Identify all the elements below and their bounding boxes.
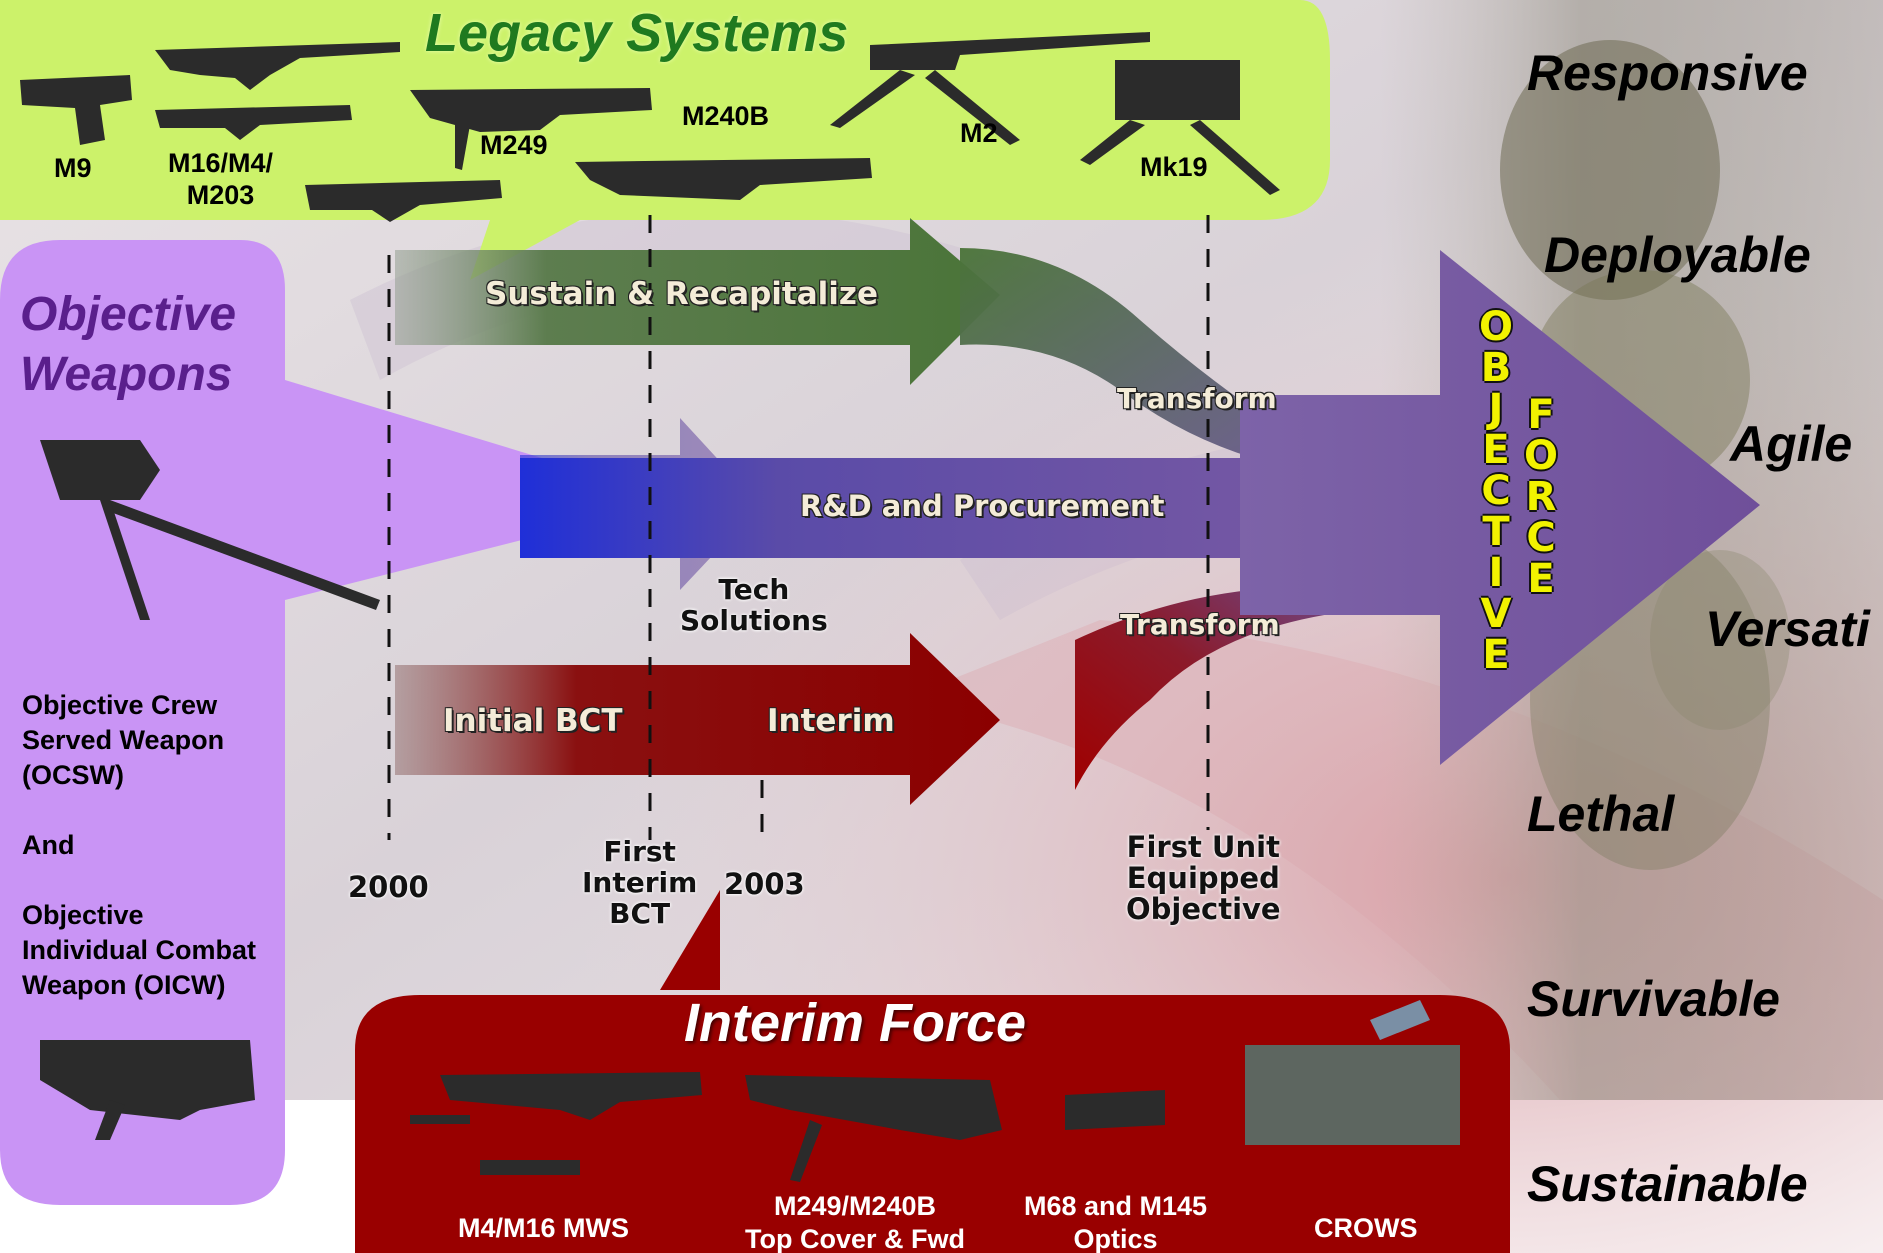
legacy-weapon-m9: M9: [54, 153, 92, 183]
objective-weapons-title-line1: Objective: [20, 288, 237, 341]
objective-letter-1: B: [1480, 345, 1512, 391]
objective-letter-2: J: [1488, 386, 1504, 432]
force-letter-0: F: [1527, 392, 1555, 438]
attribute-lethal: Lethal: [1527, 786, 1675, 842]
ocsw-line2: Served Weapon: [22, 725, 225, 755]
force-letter-3: C: [1526, 515, 1556, 561]
tech-line2: Solutions: [680, 604, 828, 637]
fue-line3: Objective: [1126, 892, 1281, 926]
objective-letter-3: E: [1482, 427, 1510, 473]
attribute-deployable: Deployable: [1544, 227, 1811, 283]
oicw-line3: Weapon (OICW): [22, 970, 226, 1000]
first-interim-line1: First: [603, 835, 676, 868]
interim-item-m249m240b: M249/M240B Top Cover & Fwd: [745, 1190, 965, 1253]
first-interim-line2: Interim: [582, 866, 698, 899]
objective-weapons-title-line2: Weapons: [20, 348, 233, 401]
milestone-first-interim-bct: First Interim BCT: [582, 836, 697, 929]
objective-letter-6: I: [1488, 550, 1504, 596]
attribute-versatile: Versati: [1705, 601, 1870, 657]
attribute-responsive: Responsive: [1527, 45, 1808, 101]
spacer: [22, 863, 256, 898]
spacer: [22, 793, 256, 828]
sustain-recapitalize-label: Sustain & Recapitalize: [485, 276, 878, 312]
and-text: And: [22, 830, 75, 860]
objective-letter-7: V: [1480, 591, 1512, 637]
legacy-weapon-m2: M2: [960, 118, 998, 148]
force-letter-1: O: [1523, 433, 1558, 479]
interim-item-optics-text: M68 and M145 Optics: [1024, 1191, 1208, 1253]
milestone-first-unit-equipped: First Unit Equipped Objective: [1126, 832, 1281, 925]
objective-letter-5: T: [1482, 509, 1510, 555]
milestone-2000: 2000: [348, 870, 429, 904]
legacy-weapon-mk19: Mk19: [1140, 152, 1208, 182]
interim-item-m4m16: M4/M16 MWS: [458, 1213, 630, 1243]
force-letter-4: E: [1527, 556, 1555, 602]
milestone-2003: 2003: [724, 867, 805, 901]
tech-line1: Tech: [718, 573, 790, 606]
ocsw-line3: (OCSW): [22, 760, 124, 790]
attribute-agile: Agile: [1730, 416, 1853, 472]
transform-top-label: Transform: [1117, 382, 1277, 415]
legacy-weapon-m240b: M240B: [682, 101, 770, 131]
transform-bottom-label: Transform: [1120, 608, 1280, 641]
objective-letter-0: O: [1478, 304, 1513, 350]
attribute-sustainable: Sustainable: [1527, 1156, 1808, 1212]
legacy-weapon-m16-text: M16/M4/ M203: [168, 148, 274, 210]
force-letter-2: R: [1525, 474, 1557, 520]
weapon-silhouettes: [20, 32, 1460, 1182]
objective-letter-4: C: [1481, 468, 1511, 514]
objective-weapons-description: Objective Crew Served Weapon (OCSW) And …: [22, 688, 256, 1003]
objective-weapons-title: Objective Weapons: [20, 285, 236, 405]
objective-letter-8: E: [1482, 632, 1510, 678]
legacy-weapon-m16: M16/M4/ M203: [168, 147, 273, 211]
rd-procurement-label: R&D and Procurement: [800, 489, 1165, 523]
interim-item-m249m240b-text: M249/M240B Top Cover & Fwd: [745, 1191, 965, 1253]
fue-line2: Equipped: [1126, 861, 1280, 895]
oicw-line2: Individual Combat: [22, 935, 257, 965]
fue-line1: First Unit: [1126, 830, 1280, 864]
attribute-survivable: Survivable: [1527, 971, 1780, 1027]
interim-item-crows: CROWS: [1314, 1213, 1418, 1243]
tech-solutions-label: Tech Solutions: [680, 574, 828, 636]
interim-label: Interim: [767, 703, 895, 739]
interim-force-title: Interim Force: [684, 993, 1027, 1053]
oicw-line1: Objective: [22, 900, 144, 930]
legacy-weapon-m249: M249: [480, 130, 548, 160]
interim-item-optics: M68 and M145 Optics: [1024, 1190, 1207, 1253]
initial-bct-label: Initial BCT: [443, 703, 623, 739]
ocsw-line1: Objective Crew: [22, 690, 218, 720]
first-interim-line3: BCT: [609, 897, 671, 930]
legacy-systems-title: Legacy Systems: [425, 3, 849, 63]
